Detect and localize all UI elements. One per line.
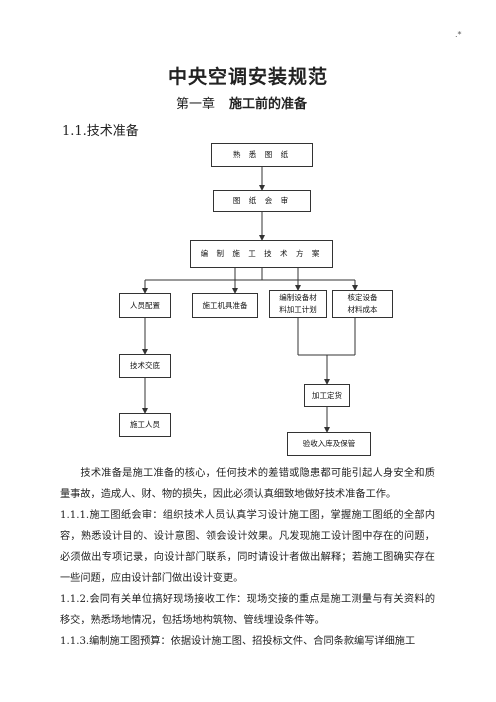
- flow-box-familiar: 熟 悉 图 纸: [211, 143, 313, 167]
- material-plan-line-2: 料加工计划: [279, 305, 317, 314]
- chapter-name: 施工前的准备: [229, 97, 308, 112]
- flow-box-processing: 加工定货: [304, 384, 350, 407]
- flow-box-tools: 施工机具准备: [192, 293, 258, 318]
- flow-box-plan: 编 制 施 工 技 术 方 案: [190, 240, 333, 268]
- flow-box-review: 图 纸 会 审: [213, 190, 311, 212]
- chapter-heading: 第一章施工前的准备: [176, 93, 307, 112]
- document-title: 中央空调安装规范: [167, 66, 328, 88]
- section-heading: 1.1.技术准备: [62, 124, 139, 139]
- flow-box-construction: 施工人员: [119, 413, 171, 437]
- flow-box-staff: 人员配置: [119, 293, 171, 318]
- flow-box-handover: 技术交底: [119, 354, 171, 378]
- paragraph-intro: 技术准备是施工准备的核心，任何技术的差错或隐患都可能引起人身安全和质量事故，造成…: [60, 468, 435, 500]
- paragraph-1-1-1: 1.1.1.施工图纸会审：组织技术人员认真学习设计施工图，掌握施工图纸的全部内容…: [60, 510, 435, 584]
- page-corner-mark: .*: [455, 30, 462, 39]
- body-text: 技术准备是施工准备的核心，任何技术的差错或隐患都可能引起人身安全和质量事故，造成…: [60, 463, 435, 652]
- cost-line-1: 核定设备: [347, 293, 378, 302]
- flow-box-inspection: 验收入库及保管: [287, 432, 371, 456]
- cost-line-2: 材料成本: [347, 305, 378, 314]
- chapter-number: 第一章: [176, 97, 216, 112]
- paragraph-1-1-2: 1.1.2.会同有关单位搞好现场接收工作：现场交接的重点是施工测量与有关资料的移…: [60, 594, 435, 626]
- material-plan-line-1: 编制设备材: [279, 293, 317, 302]
- paragraph-1-1-3: 1.1.3.编制施工图预算：依据设计施工图、招投标文件、合同条款编写详细施工: [60, 636, 416, 647]
- flow-box-cost: 核定设备 材料成本: [332, 290, 393, 318]
- flow-box-material-plan: 编制设备材 料加工计划: [269, 290, 327, 318]
